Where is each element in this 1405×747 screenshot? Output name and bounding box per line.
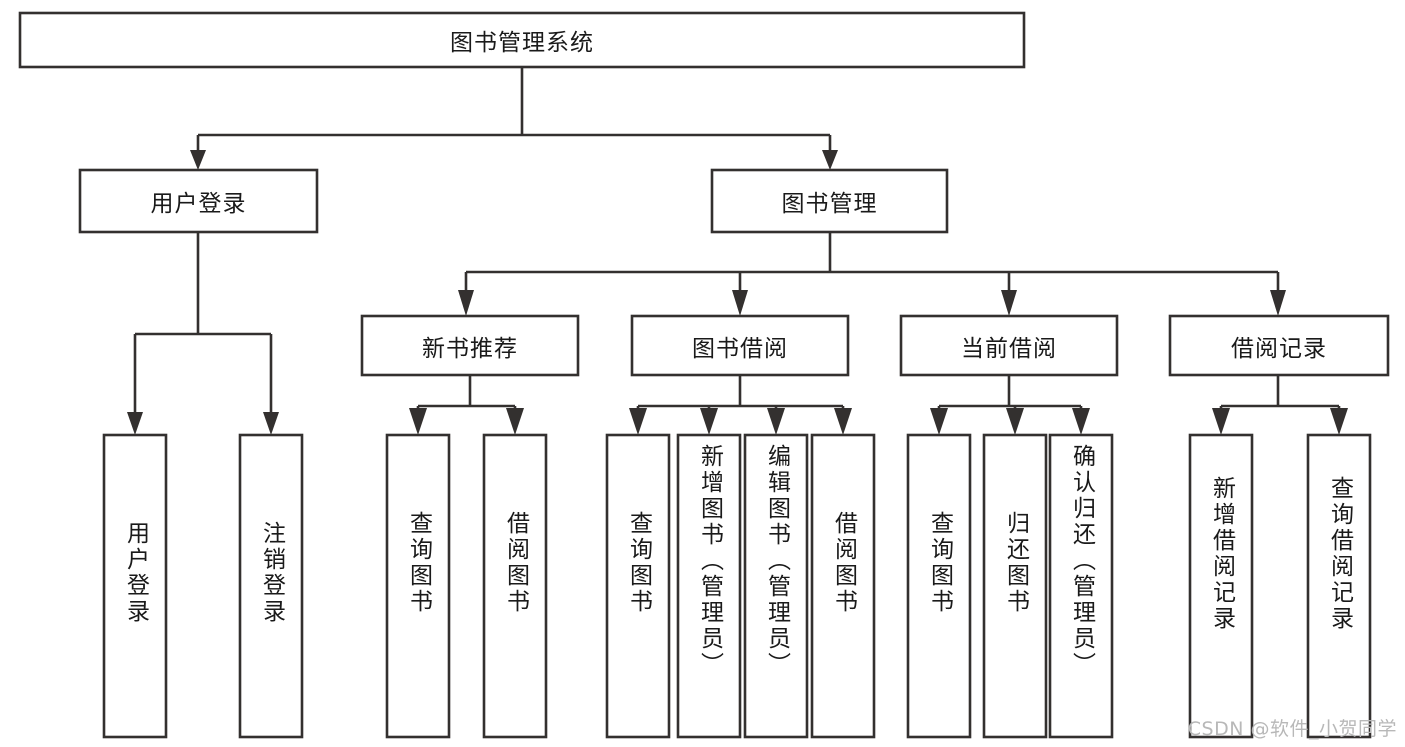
arrowhead-leaf-query-record — [1330, 408, 1348, 435]
arrowhead-current-borrow — [1001, 290, 1017, 316]
arrowhead-leaf-logout — [263, 412, 279, 435]
node-box-leaf-borrow-book-1[interactable] — [482, 433, 548, 739]
arrowhead-leaf-user-login — [127, 412, 143, 435]
node-box-leaf-add-record[interactable] — [1188, 433, 1254, 739]
csdn-watermark: CSDN @软件_小贺同学 — [1187, 718, 1397, 740]
node-box-leaf-borrow-book-2[interactable] — [810, 433, 876, 739]
arrowhead-borrow-record — [1270, 290, 1286, 316]
arrowhead-leaf-edit-book — [767, 408, 785, 435]
node-box-leaf-return-book[interactable] — [982, 433, 1048, 739]
node-box-leaf-query-book-3[interactable] — [906, 433, 972, 739]
node-box-leaf-query-record[interactable] — [1306, 433, 1372, 739]
node-box-book-manage[interactable] — [710, 168, 949, 234]
node-box-leaf-user-login[interactable] — [102, 433, 168, 739]
node-box-leaf-logout[interactable] — [238, 433, 304, 739]
node-box-leaf-query-book-2[interactable] — [605, 433, 671, 739]
node-box-leaf-add-book[interactable] — [676, 433, 742, 739]
connectors-group — [127, 68, 1348, 435]
node-box-current-borrow[interactable] — [899, 314, 1119, 377]
arrowhead-book-manage — [822, 150, 838, 170]
arrowhead-leaf-query-book-1 — [409, 408, 427, 435]
arrowhead-leaf-add-book — [700, 408, 718, 435]
arrowhead-leaf-return-book — [1006, 408, 1024, 435]
node-box-leaf-confirm-return[interactable] — [1048, 433, 1114, 739]
arrowhead-leaf-borrow-book-2 — [834, 408, 852, 435]
node-box-root[interactable] — [18, 11, 1026, 69]
node-box-new-book-recommend[interactable] — [360, 314, 580, 377]
node-box-book-borrow[interactable] — [630, 314, 850, 377]
node-box-borrow-record[interactable] — [1168, 314, 1390, 377]
arrowhead-book-borrow — [732, 290, 748, 316]
arrowhead-new-book-recommend — [458, 290, 474, 316]
node-boxes-group — [18, 11, 1390, 739]
node-box-leaf-edit-book[interactable] — [743, 433, 809, 739]
arrowhead-leaf-query-book-3 — [930, 408, 948, 435]
arrowhead-user-login — [190, 150, 206, 170]
node-box-user-login[interactable] — [78, 168, 319, 234]
node-box-leaf-query-book-1[interactable] — [385, 433, 451, 739]
arrowhead-leaf-add-record — [1212, 408, 1230, 435]
arrowhead-leaf-confirm-return — [1072, 408, 1090, 435]
arrowhead-leaf-borrow-book-1 — [506, 408, 524, 435]
arrowhead-leaf-query-book-2 — [629, 408, 647, 435]
